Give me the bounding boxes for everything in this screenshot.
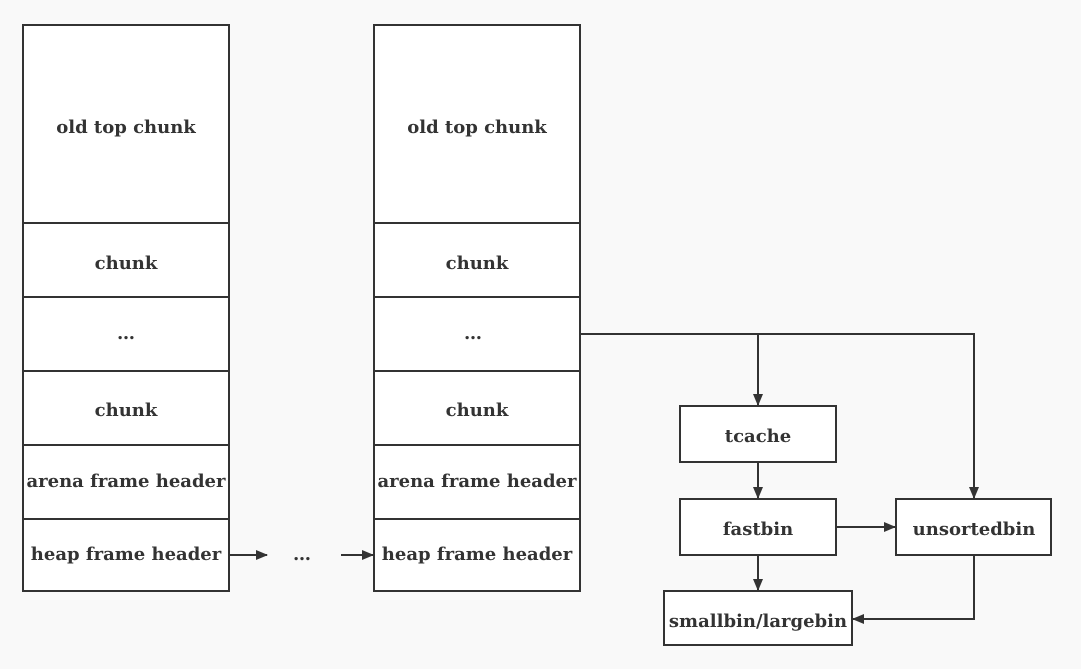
bin-smallbin-largebin: smallbin/largebin <box>663 590 853 646</box>
heap-right-heap-header-cell <box>373 518 581 592</box>
tcache-label: tcache <box>725 426 791 447</box>
smallbin-largebin-box <box>663 590 853 646</box>
heap-left-chunk-cell <box>22 222 230 298</box>
heap-right-chunk-label: chunk <box>446 253 509 274</box>
heap-left-chunk-cell-2 <box>22 370 230 446</box>
bin-tcache: tcache <box>679 405 837 463</box>
smallbin-largebin-label: smallbin/largebin <box>669 611 847 632</box>
heap-left-ellipsis-cell <box>22 296 230 372</box>
bin-fastbin: fastbin <box>679 498 837 556</box>
fastbin-label: fastbin <box>723 519 793 540</box>
heap-right-old-top-chunk-label: old top chunk <box>407 117 547 138</box>
between-heaps-ellipsis: … <box>293 544 311 565</box>
heap-left-arena-header-label: arena frame header <box>27 471 227 492</box>
bin-unsortedbin: unsortedbin <box>895 498 1052 556</box>
heap-right-chunk-label-2: chunk <box>446 400 509 421</box>
connector-to-unsortedbin <box>580 333 979 499</box>
heap-left-chunk-label: chunk <box>95 253 158 274</box>
fastbin-box <box>679 498 837 556</box>
tcache-box <box>679 405 837 463</box>
heap-left-chunk-label-2: chunk <box>95 400 158 421</box>
heap-right-ellipsis-label: … <box>464 323 482 344</box>
heap-right-heap-header-label: heap frame header <box>382 544 573 565</box>
heap-left-old-top-chunk-cell <box>22 24 230 224</box>
heap-right-chunk-cell-2 <box>373 370 581 446</box>
heap-right: old top chunk chunk … chunk arena frame … <box>373 24 581 592</box>
heap-left-heap-header-label: heap frame header <box>31 544 222 565</box>
heap-left: old top chunk chunk … chunk arena frame … <box>22 24 230 592</box>
unsortedbin-box <box>895 498 1052 556</box>
heap-left-heap-header-cell <box>22 518 230 592</box>
heap-right-arena-header-cell <box>373 444 581 520</box>
heap-right-arena-header-label: arena frame header <box>378 471 578 492</box>
heap-right-chunk-cell <box>373 222 581 298</box>
unsortedbin-label: unsortedbin <box>913 519 1036 540</box>
heap-left-ellipsis-label: … <box>117 323 135 344</box>
connector-unsortedbin-to-smallbin <box>852 556 975 624</box>
heap-left-old-top-chunk-label: old top chunk <box>56 117 196 138</box>
